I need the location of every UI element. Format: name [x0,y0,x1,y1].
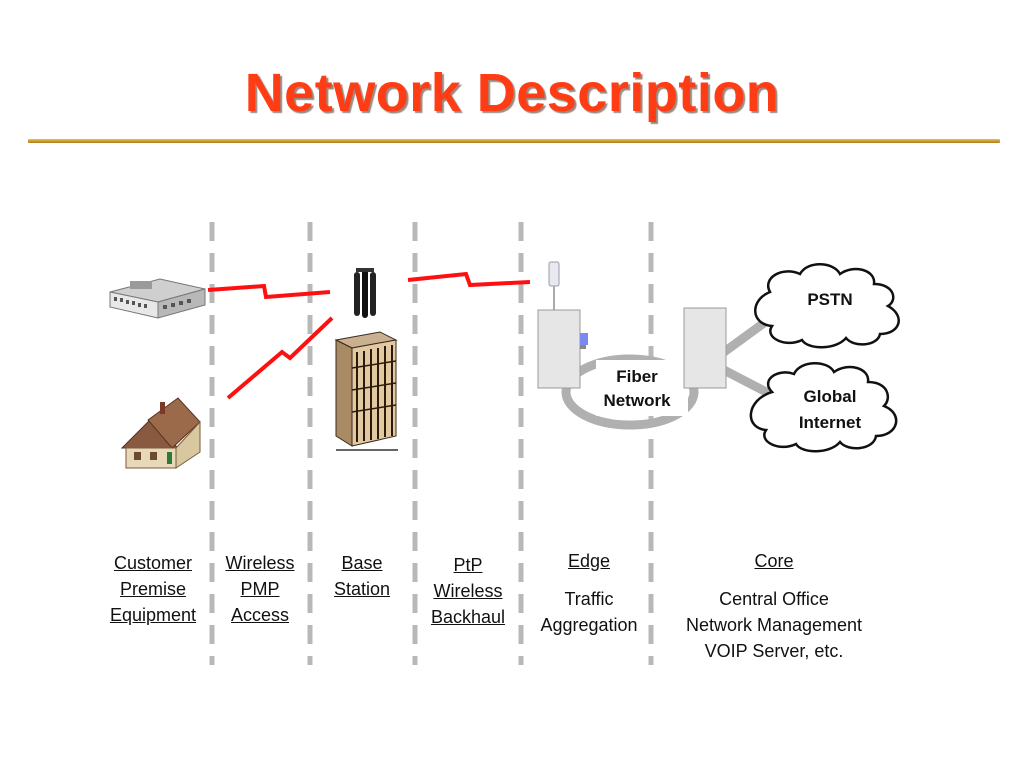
radio-dish-icon [548,261,560,312]
fiber-label-2: Network [603,391,671,410]
caption-line: Backhaul [430,607,506,627]
core-router-icon [683,307,727,389]
caption-line: Wireless [433,581,503,601]
caption-desc: Traffic [564,589,614,609]
caption-line: Base [341,553,383,573]
wireless-link [407,271,531,288]
caption-core: Core Central Office Network Management V… [676,548,872,664]
caption-line: Premise [119,579,186,599]
caption-desc: Aggregation [540,615,638,635]
caption-desc: Network Management [685,615,863,635]
office-building-icon [109,278,206,319]
caption-desc: Central Office [719,589,829,609]
pstn-label: PSTN [807,290,852,309]
caption-heading: Core [754,551,794,571]
cloud-icon: Global Internet [749,362,898,453]
caption-line: PMP [240,579,280,599]
house-icon [120,397,201,469]
caption-line: PtP [453,555,483,575]
wireless-link [207,283,331,300]
caption-customer-premise: Customer Premise Equipment [100,550,206,628]
core-pstn-link [717,316,771,359]
caption-edge: Edge Traffic Aggregation [530,548,648,638]
antenna-icon [354,268,376,318]
caption-base-station: Base Station [322,550,402,602]
caption-line: Equipment [109,605,197,625]
page-title: Network Description [244,63,780,123]
core-internet-link [717,364,775,399]
caption-line: Station [333,579,391,599]
caption-wireless-pmp: Wireless PMP Access [218,550,302,628]
caption-ptp-backhaul: PtP Wireless Backhaul [424,552,512,630]
fiber-label-1: Fiber [616,367,658,386]
internet-label-1: Global [804,387,857,406]
fiber-ring [561,354,699,430]
caption-line: Customer [113,553,193,573]
wireless-link [226,316,334,400]
caption-line: Wireless [225,553,295,573]
tower-building-icon [334,331,398,451]
caption-desc: VOIP Server, etc. [704,641,844,661]
internet-label-2: Internet [799,413,862,432]
caption-heading: Edge [567,551,611,571]
caption-line: Access [230,605,290,625]
cloud-icon: PSTN [754,263,900,349]
edge-router-icon [537,309,588,389]
title-divider [28,139,1000,143]
